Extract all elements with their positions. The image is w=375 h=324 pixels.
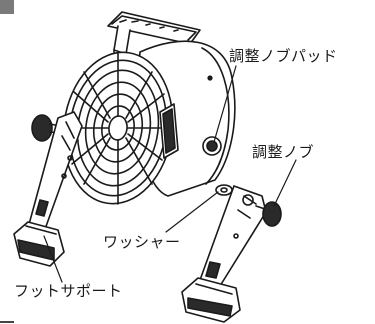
right-foot-support xyxy=(181,277,241,323)
corner-mark xyxy=(0,0,14,14)
leader-lines xyxy=(43,65,297,283)
washer xyxy=(215,184,233,196)
right-support-arm xyxy=(199,185,267,287)
label-adjust-knob: 調整ノブ xyxy=(252,143,315,161)
label-foot-support: フットサポート xyxy=(14,282,123,300)
pivot-hub xyxy=(202,136,222,156)
right-knob xyxy=(255,201,282,227)
fan-guard xyxy=(62,51,174,205)
left-support-arm xyxy=(27,111,83,233)
left-foot-support xyxy=(13,221,65,267)
side-badge xyxy=(159,103,179,159)
bottom-rule xyxy=(0,321,14,323)
label-washer: ワッシャー xyxy=(103,233,181,251)
label-adjust-knob-pad: 調整ノブパッド xyxy=(229,47,338,65)
